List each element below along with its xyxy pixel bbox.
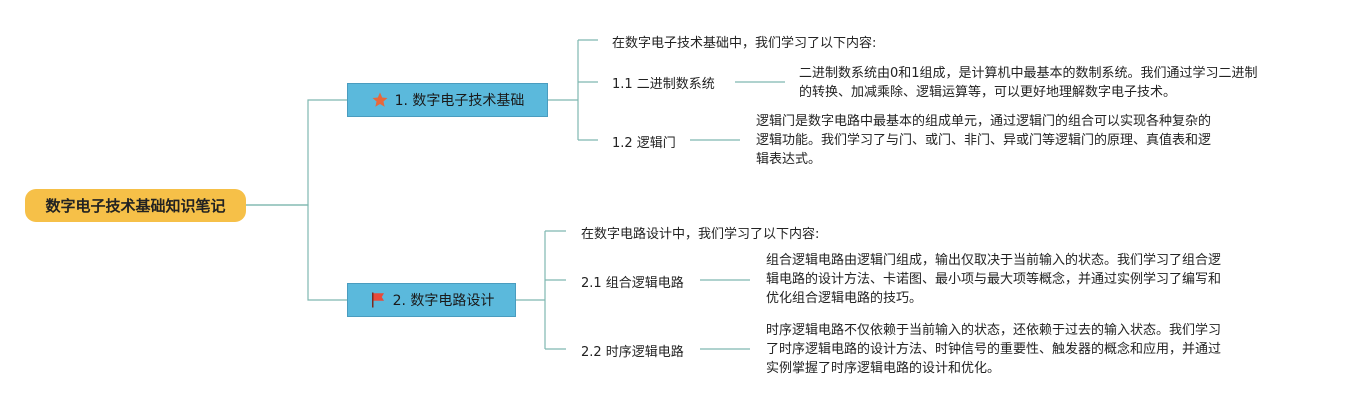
desc-line: 辑电路的设计方法、卡诺图、最小项与最大项等概念，并通过实例学习了编写和 [766,272,1222,287]
desc-line: 优化组合逻辑电路的技巧。 [766,291,923,306]
desc-line: 的转换、加减乘除、逻辑运算等，可以更好地理解数字电子技术。 [799,85,1177,100]
desc-line: 实例掌握了时序逻辑电路的设计和优化。 [766,361,1001,376]
desc-line: 逻辑门是数字电路中最基本的组成单元，通过逻辑门的组合可以实现各种复杂的 [756,114,1212,129]
star-icon [371,91,389,109]
desc-line: 辑表达式。 [756,152,822,167]
branch-1-intro[interactable]: 在数字电子技术基础中，我们学习了以下内容: [612,36,877,51]
branch-node-1[interactable]: 1. 数字电子技术基础 [347,83,548,117]
desc-node-2-1[interactable]: 组合逻辑电路由逻辑门组成，输出仅取决于当前输入的状态。我们学习了组合逻 辑电路的… [766,251,1221,308]
branch-label-2: 2. 数字电路设计 [392,293,495,309]
connector-root-branch-1 [246,99,347,206]
flag-icon [369,291,387,309]
sub-node-1-2[interactable]: 1.2 逻辑门 [612,136,676,151]
desc-line: 逻辑功能。我们学习了与门、或门、非门、异或门等逻辑门的原理、真值表和逻 [756,133,1212,148]
sub-node-2-2[interactable]: 2.2 时序逻辑电路 [581,345,684,360]
desc-node-1-2[interactable]: 逻辑门是数字电路中最基本的组成单元，通过逻辑门的组合可以实现各种复杂的 逻辑功能… [756,112,1211,169]
connector-branch-2-intro [544,230,566,349]
desc-node-2-2[interactable]: 时序逻辑电路不仅依赖于当前输入的状态，还依赖于过去的输入状态。我们学习 了时序逻… [766,321,1221,378]
branch-node-2[interactable]: 2. 数字电路设计 [347,283,516,317]
branch-label-1: 1. 数字电子技术基础 [394,93,525,109]
connector-root-branch-2 [246,204,347,301]
desc-node-1-1[interactable]: 二进制数系统由0和1组成，是计算机中最基本的数制系统。我们通过学习二进制 的转换… [799,64,1258,102]
desc-line: 组合逻辑电路由逻辑门组成，输出仅取决于当前输入的状态。我们学习了组合逻 [766,253,1222,268]
desc-line: 二进制数系统由0和1组成，是计算机中最基本的数制系统。我们通过学习二进制 [799,66,1258,81]
desc-line: 了时序逻辑电路的设计方法、时钟信号的重要性、触发器的概念和应用，并通过 [766,342,1222,357]
sub-node-2-1[interactable]: 2.1 组合逻辑电路 [581,276,684,291]
desc-line: 时序逻辑电路不仅依赖于当前输入的状态，还依赖于过去的输入状态。我们学习 [766,323,1222,338]
sub-node-1-1[interactable]: 1.1 二进制数系统 [612,77,715,92]
connector-branch-1-intro [577,39,598,140]
branch-2-intro[interactable]: 在数字电路设计中，我们学习了以下内容: [581,227,820,242]
root-node[interactable]: 数字电子技术基础知识笔记 [25,189,246,222]
